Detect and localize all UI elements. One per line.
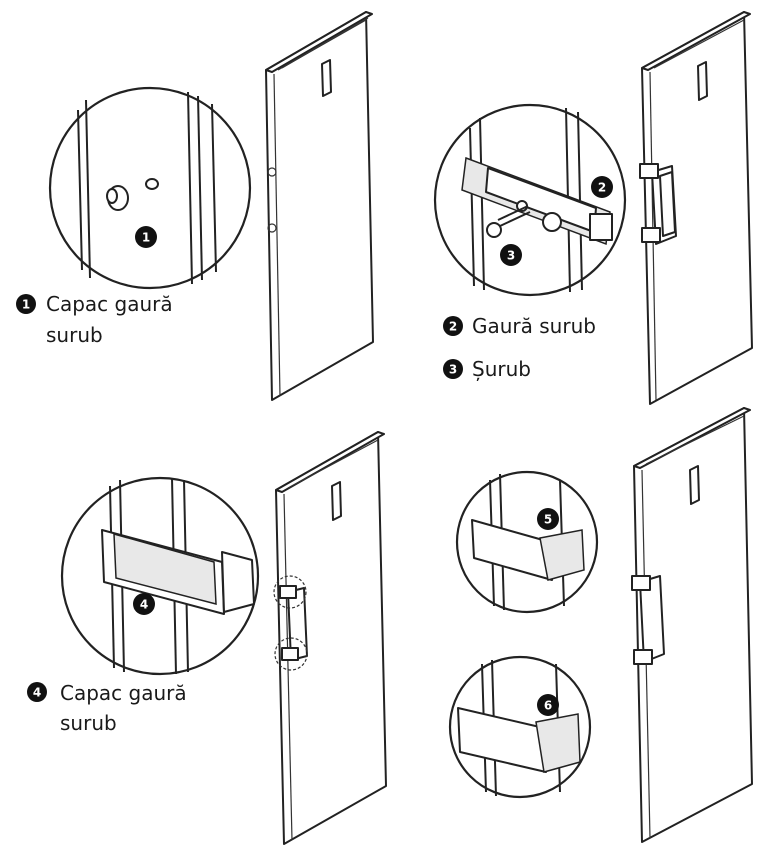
door-4 <box>633 407 753 843</box>
handle-2 <box>639 163 677 245</box>
panel-1-remove-hole-cap: 1 1 Capac gaură surub <box>16 11 374 401</box>
legend-text-4-line1: Capac gaură <box>60 681 187 705</box>
magnifier-2 <box>433 103 627 297</box>
legend-text-2: Gaură surub <box>472 314 596 338</box>
legend-item-2: 2 Gaură surub <box>443 314 596 338</box>
callout-badge-5: 5 <box>537 508 559 530</box>
door-2 <box>641 11 753 405</box>
legend-item-4: 4 Capac gaură surub <box>27 681 187 735</box>
magnifier-1 <box>48 86 252 290</box>
callout-badge-2: 2 <box>591 176 613 198</box>
svg-text:4: 4 <box>33 686 41 700</box>
legend-item-1: 1 Capac gaură surub <box>16 292 173 347</box>
magnifier-5 <box>455 470 599 614</box>
legend-text-3: Șurub <box>472 357 531 381</box>
callout-badge-1: 1 <box>135 226 157 248</box>
svg-text:2: 2 <box>449 320 457 334</box>
callout-badge-4: 4 <box>133 593 155 615</box>
svg-text:1: 1 <box>142 231 150 245</box>
svg-text:4: 4 <box>140 598 148 612</box>
panel-3-insert-hole-covers: 4 4 Capac gaură surub <box>27 431 387 845</box>
callout-badge-3: 3 <box>500 244 522 266</box>
legend-text-1-line2: surub <box>46 323 103 347</box>
magnifier-3 <box>60 476 260 676</box>
svg-text:3: 3 <box>449 363 457 377</box>
panel-2-attach-handle: 2 3 2 Gaură surub 3 Șurub <box>433 11 753 405</box>
svg-text:3: 3 <box>507 249 515 263</box>
svg-text:6: 6 <box>544 699 552 713</box>
svg-text:5: 5 <box>544 513 552 527</box>
handle-3 <box>273 575 308 671</box>
magnifier-6 <box>448 655 592 799</box>
callout-badge-6: 6 <box>537 694 559 716</box>
legend-text-4-line2: surub <box>60 711 117 735</box>
legend-text-1-line1: Capac gaură <box>46 292 173 316</box>
svg-text:2: 2 <box>598 181 606 195</box>
legend-item-3: 3 Șurub <box>443 357 531 381</box>
door-1 <box>265 11 374 401</box>
panel-4-handle-covers: 5 6 <box>448 407 753 843</box>
svg-text:1: 1 <box>22 298 30 312</box>
door-3 <box>275 431 387 845</box>
handle-4 <box>631 575 665 665</box>
